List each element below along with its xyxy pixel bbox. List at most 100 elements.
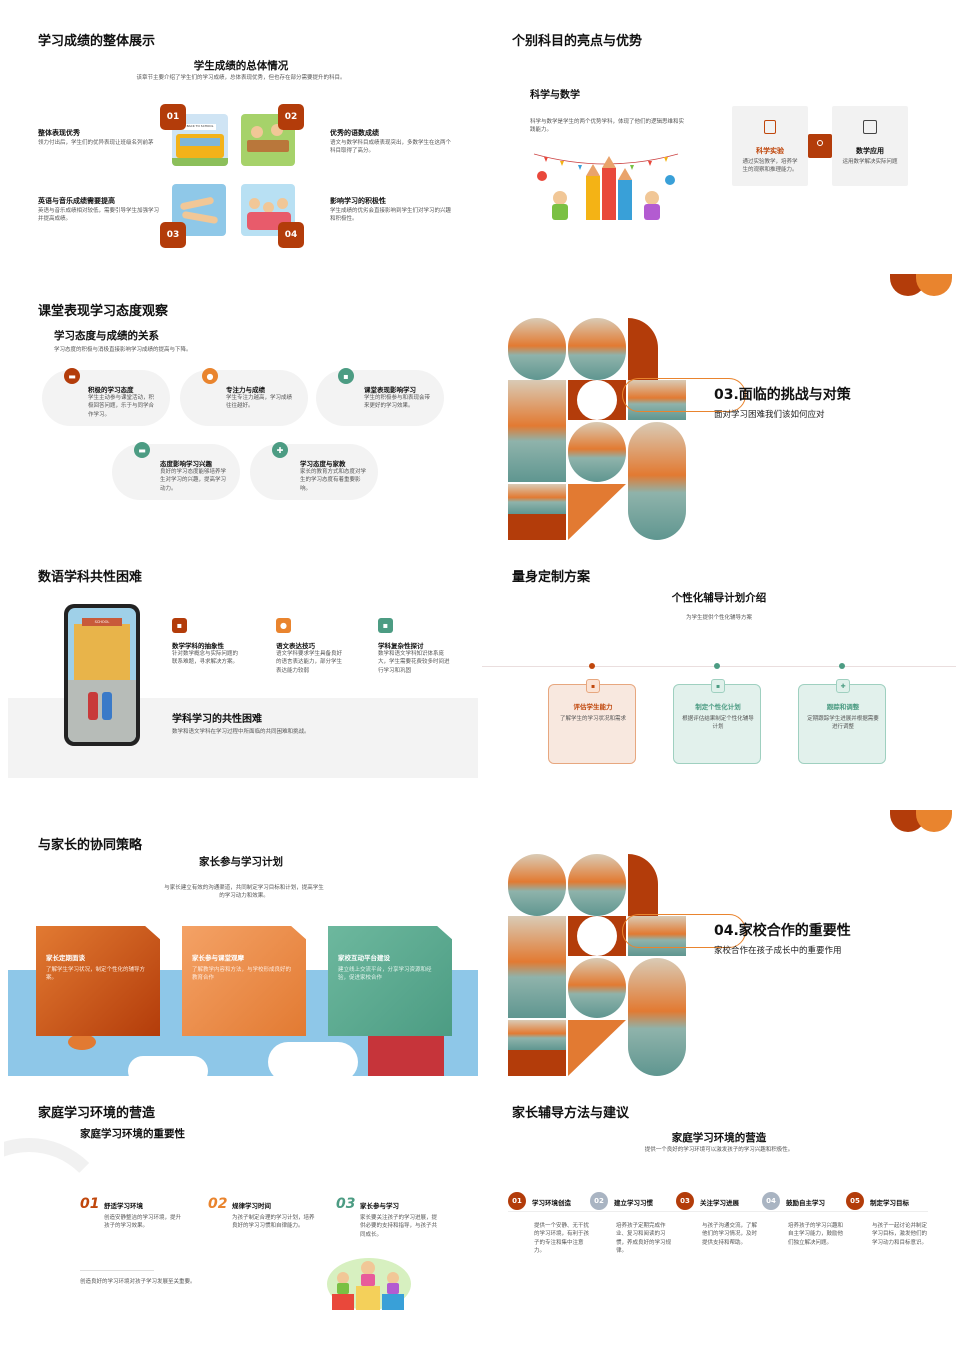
attitude-text-1: 学生主动参与课堂活动，积极回答问题，乐于与同学合作学习。 xyxy=(88,395,155,418)
decor-outline-pill xyxy=(622,378,746,412)
bus-sign: BACK TO SCHOOL xyxy=(184,124,216,130)
plan-card-2[interactable]: ▪ 制定个性化计划 根据评估结果制定个性化辅导计划 xyxy=(673,679,761,764)
difficulty-head-2: 语文表达技巧 xyxy=(276,642,315,650)
timeline-dot xyxy=(714,663,720,669)
slide-title: 家长辅导方法与建议 xyxy=(512,1106,630,1121)
difficulty-text-2: 语文学科要求学生具备良好的语言表达能力，部分学生表达能力较弱 xyxy=(276,651,343,674)
bus-icon: ▪ xyxy=(711,679,725,693)
timeline-dot xyxy=(839,663,845,669)
number-badge-02: 02 xyxy=(278,104,304,130)
decor-half-circle xyxy=(916,274,952,296)
step-num-5: 05 xyxy=(846,1192,864,1210)
strategy-card-2[interactable]: 家长参与课堂观摩 了解教学内容和方法，与学校形成良好的教育合作 xyxy=(182,926,306,1036)
clipboard-icon xyxy=(764,120,776,134)
attitude-item-1[interactable] xyxy=(42,370,170,426)
attitude-text-4: 良好的学习态度能够培养学生对学习的兴趣，提高学习动力。 xyxy=(160,469,227,492)
chart-icon: ▪ xyxy=(586,679,600,693)
attitude-text-5: 家长的教育方式和态度对学生的学习态度有着重要影响。 xyxy=(300,469,367,492)
number-badge-04: 04 xyxy=(278,222,304,248)
decor-outline-pill xyxy=(622,914,746,948)
slide-subtitle: 家庭学习环境的重要性 xyxy=(80,1128,185,1140)
sitemap-icon xyxy=(863,120,877,134)
book-icon: ▬ xyxy=(64,368,80,384)
section-heading: 03.面临的挑战与对策 xyxy=(714,387,851,403)
attitude-head-1: 积极的学习态度 xyxy=(88,386,134,394)
step-num-3: 03 xyxy=(676,1192,694,1210)
slide-3[interactable]: 课堂表现学习态度观察 学习态度与成绩的关系 学习态度的积极与消极直接影响学习成绩… xyxy=(4,274,478,540)
steps-row xyxy=(508,1192,928,1212)
strategy-card-3[interactable]: 家校互动平台建设 建立线上交流平台，分享学习资源和经验，促进家校合作 xyxy=(328,926,452,1036)
math-card-text: 运用数学解决实际问题 xyxy=(842,159,898,165)
phone-mockup: SCHOOL xyxy=(64,604,140,746)
slide-description: 该章节主要介绍了学生们的学习成绩，总体表现优秀，但也存在部分需要提升的科目。 xyxy=(136,75,346,81)
science-card[interactable]: 科学实验 通过实验教学，培养学生的观察和推理能力。 xyxy=(732,106,808,186)
attitude-head-2: 专注力与成绩 xyxy=(226,386,265,394)
attitude-item-5[interactable] xyxy=(250,444,378,500)
slide-10[interactable]: 家长辅导方法与建议 家庭学习环境的营造 提供一个良好的学习环境可以激发孩子的学习… xyxy=(482,1078,956,1344)
slide-title: 家庭学习环境的营造 xyxy=(38,1106,156,1121)
target-icon: ● xyxy=(202,368,218,384)
slide-6[interactable]: 量身定制方案 个性化辅导计划介绍 为学生提供个性化辅导方案 ▪ 评估学生能力 了… xyxy=(482,542,956,808)
section-heading: 04.家校合作的重要性 xyxy=(714,923,851,939)
plan-card-1[interactable]: ▪ 评估学生能力 了解学生的学习状况和需求 xyxy=(548,679,636,764)
slide-5[interactable]: 数语学科共性困难 SCHOOL ▪ 数学学科的抽象性 针对数学概念与实际问题的联… xyxy=(4,542,478,808)
slide-title: 与家长的协同策略 xyxy=(38,838,143,853)
slide-2[interactable]: 个别科目的亮点与优势 科学与数学 科学与数学是学生的两个优势学科，体现了他们的逻… xyxy=(482,4,956,270)
kids-podium-illustration xyxy=(326,1250,412,1310)
attitude-head-3: 课堂表现影响学习 xyxy=(364,386,416,394)
difficulty-text-3: 数学和语文学科知识体系庞大，学生需要花费较多时间进行学习和巩固 xyxy=(378,651,450,674)
hallway-geometric-collage xyxy=(508,318,688,540)
env-num-2: 02 xyxy=(208,1196,228,1212)
slide-1[interactable]: 学习成绩的整体展示 学生成绩的总体情况 该章节主要介绍了学生们的学习成绩，总体表… xyxy=(4,4,478,270)
slide-description: 学习态度的积极与消极直接影响学习成绩的提高与下降。 xyxy=(54,347,192,353)
strategy-card-head-3: 家校互动平台建设 xyxy=(338,954,390,962)
plan-card-head-2: 制定个性化计划 xyxy=(695,703,741,711)
attitude-head-5: 学习态度与家教 xyxy=(300,460,346,468)
attitude-item-3[interactable] xyxy=(316,370,444,426)
divider xyxy=(80,1270,154,1271)
bottom-heading: 学科学习的共性困难 xyxy=(172,714,262,725)
env-head-1: 舒适学习环境 xyxy=(104,1202,143,1210)
strategy-card-text-1: 了解学生学习状况，制定个性化的辅导方案。 xyxy=(46,967,146,982)
item-text-2: 语文与数学科目成绩表现突出，多数学生在这两个科目取得了高分。 xyxy=(330,140,452,155)
difficulty-head-1: 数学学科的抽象性 xyxy=(172,642,224,650)
math-card[interactable]: 数学应用 运用数学解决实际问题 xyxy=(832,106,908,186)
slide-description: 与家长建立有效的沟通渠道，共同制定学习目标和计划，提高学生的学习动力和效果。 xyxy=(164,885,324,900)
item-text-1: 领力付出后，学生们的优异表现让班级名列前茅 xyxy=(38,140,154,146)
bus-icon: ▪ xyxy=(338,368,354,384)
step-head-1: 学习环境创造 xyxy=(532,1199,571,1207)
bottom-text: 数学和语文学科在学习过程中所面临的共同困难和挑战。 xyxy=(172,729,310,735)
plan-card-3[interactable]: ✚ 跟踪和调整 定期跟踪学生进展并根据需要进行调整 xyxy=(798,679,886,764)
slide-8[interactable]: 04.家校合作的重要性 家校合作在孩子成长中的重要作用 xyxy=(482,810,956,1076)
attitude-item-2[interactable] xyxy=(180,370,308,426)
attitude-item-4[interactable] xyxy=(112,444,240,500)
env-num-1: 01 xyxy=(80,1196,100,1212)
bus-icon: ▪ xyxy=(378,618,393,633)
section-subheading: 面对学习困难我们该如何应对 xyxy=(714,410,825,420)
env-text-2: 为孩子制定合理的学习计划，培养良好的学习习惯和自律能力。 xyxy=(232,1215,315,1230)
step-head-5: 制定学习目标 xyxy=(870,1199,909,1207)
strategy-card-1[interactable]: 家长定期面谈 了解学生学习状况，制定个性化的辅导方案。 xyxy=(36,926,160,1036)
science-card-head: 科学实验 xyxy=(756,147,784,155)
slide-subtitle: 家长参与学习计划 xyxy=(199,856,283,868)
slide-7[interactable]: 与家长的协同策略 家长参与学习计划 与家长建立有效的沟通渠道，共同制定学习目标和… xyxy=(4,810,478,1076)
slide-9[interactable]: 家庭学习环境的营造 家庭学习环境的重要性 01 舒适学习环境 创造安静整洁的学习… xyxy=(4,1078,478,1344)
strategy-card-head-2: 家长参与课堂观摩 xyxy=(192,954,244,962)
slide-title: 数语学科共性困难 xyxy=(38,570,143,585)
math-card-head: 数学应用 xyxy=(856,147,884,155)
step-text-1: 提供一个安静、无干扰的学习环境，有利于孩子的专注和集中注意力。 xyxy=(534,1223,590,1254)
item-text-4: 学生成绩的优劣会直接影响到学生们对学习的兴趣和积极性。 xyxy=(330,208,452,223)
strategy-card-head-1: 家长定期面谈 xyxy=(46,954,85,962)
env-text-3: 家长要关注孩子的学习进展，提供必要的支持和指导，与孩子共同成长。 xyxy=(360,1215,438,1238)
step-text-5: 与孩子一起讨论并制定学习目标，激发他们的学习动力和目标意识。 xyxy=(872,1223,928,1246)
chat-icon: ▬ xyxy=(134,442,150,458)
slide-description: 为学生提供个性化辅导方案 xyxy=(685,615,752,621)
slide-4[interactable]: 03.面临的挑战与对策 面对学习困难我们该如何应对 xyxy=(482,274,956,540)
item-head-2: 优秀的语数成绩 xyxy=(330,129,379,137)
person-icon xyxy=(808,134,832,158)
plan-card-head-3: 跟踪和调整 xyxy=(826,703,860,711)
slide-subtitle: 科学与数学 xyxy=(530,90,580,101)
difficulty-head-3: 学科复杂性探讨 xyxy=(378,642,424,650)
timeline-dot xyxy=(589,663,595,669)
step-num-2: 02 xyxy=(590,1192,608,1210)
